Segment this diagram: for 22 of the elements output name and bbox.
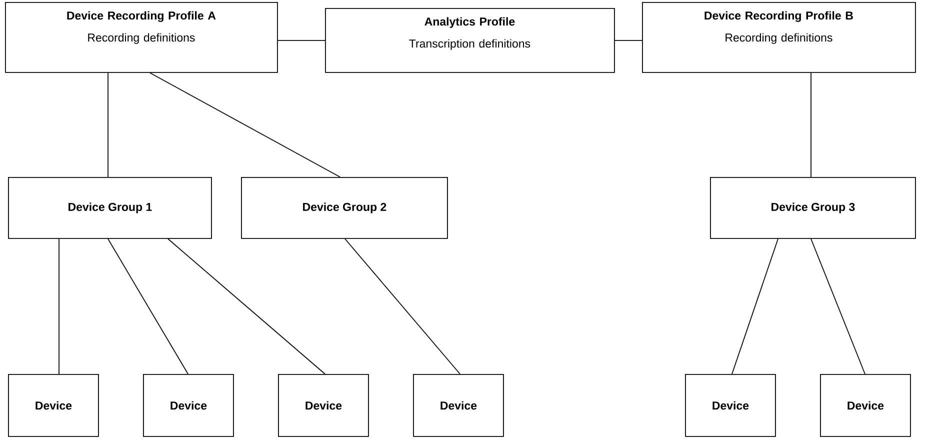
group-box: Device Group 1 <box>8 177 212 239</box>
device-box: Device <box>685 374 776 437</box>
connector-line <box>810 238 866 374</box>
connector-line <box>614 40 642 41</box>
connector-line <box>344 238 460 374</box>
connector-line <box>58 238 60 374</box>
connector-line <box>150 72 340 178</box>
profile-box: Device Recording Profile A Recording definitions <box>5 2 278 73</box>
connector-line <box>277 40 326 41</box>
connector-line <box>732 238 778 374</box>
device-box: Device <box>820 374 911 437</box>
group-box: Device Group 2 <box>241 177 448 239</box>
device-box: Device <box>8 374 99 437</box>
device-box: Device <box>413 374 504 437</box>
connector-line <box>810 72 812 178</box>
profile-box: Device Recording Profile B Recording definitions <box>642 2 916 73</box>
connector-line <box>168 238 326 374</box>
profile-box: Analytics Profile Transcription definitions <box>325 8 615 73</box>
group-box: Device Group 3 <box>710 177 916 239</box>
device-box: Device <box>143 374 234 437</box>
connector-line <box>108 238 188 374</box>
device-box: Device <box>278 374 369 437</box>
